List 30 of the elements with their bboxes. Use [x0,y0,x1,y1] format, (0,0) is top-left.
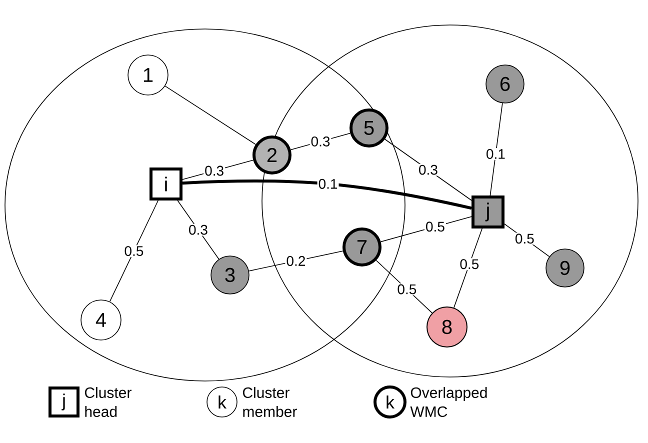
cluster-head-square: j [472,196,504,228]
edge-label: 0.3 [204,164,226,177]
edge-label: 0.1 [317,178,339,190]
cluster-head-square: i [150,168,182,200]
edge-line [182,160,254,180]
edge-line [290,132,351,150]
edge-line [376,260,432,314]
edge-line [248,250,344,272]
edge-line [177,200,220,260]
edge-line [490,102,503,196]
legend-square: j [48,386,80,418]
edge-label: 0.5 [514,232,536,245]
edge-label: 0.5 [396,283,418,296]
edge-line [109,200,159,302]
legend-text: Cluster member [242,386,297,417]
edge-line [380,216,472,242]
edge-label: 0.5 [424,220,446,233]
edge-label: 0.3 [310,136,332,148]
edge-label: 0.3 [417,164,439,176]
edge-line [384,138,472,201]
edge-line [182,179,472,210]
edge-label: 0.3 [188,224,209,236]
edge-label: 0.1 [484,148,506,160]
edge-line [453,228,483,308]
edge-label: 0.5 [123,245,145,257]
legend-text: Overlapped WMC [410,386,487,417]
legend-text: Cluster head [84,386,132,417]
edge-label: 0.5 [458,258,480,270]
edge-label: 0.2 [285,255,307,267]
edge-line [164,86,256,145]
